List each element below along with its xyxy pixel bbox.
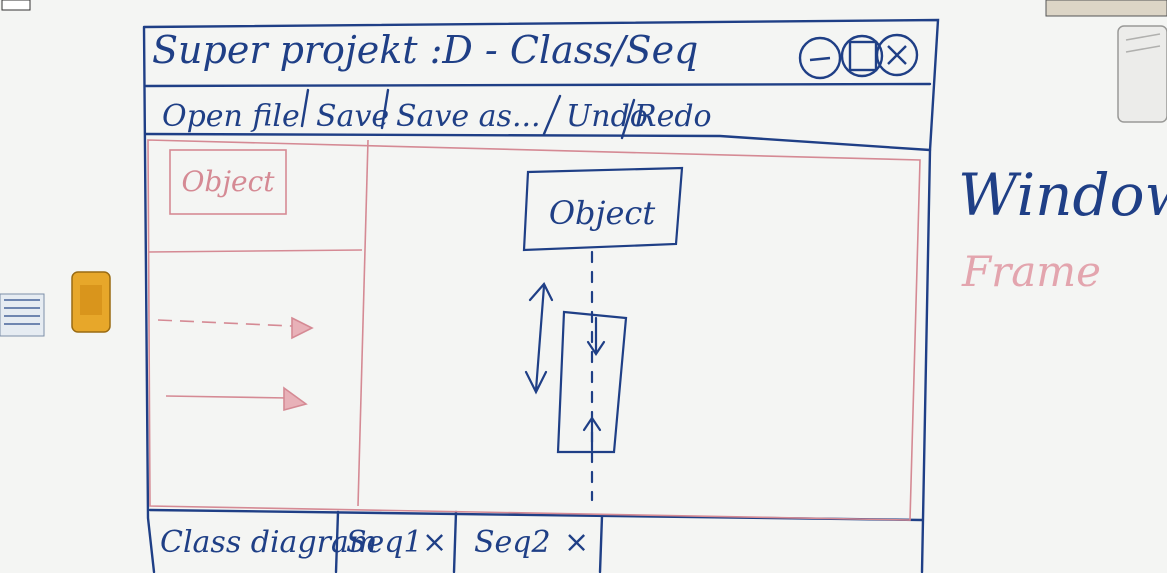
call-arrow bbox=[586, 316, 606, 356]
corner-photo-icon bbox=[1045, 0, 1167, 17]
activation-box bbox=[556, 310, 628, 454]
menu-item-save[interactable]: Save bbox=[316, 99, 390, 134]
menu-item-save-as[interactable]: Save as... bbox=[396, 99, 541, 134]
window-outline bbox=[142, 18, 940, 573]
menu-item-open-file[interactable]: Open file bbox=[162, 99, 300, 134]
palette-object-box bbox=[169, 149, 287, 215]
minimize-icon[interactable] bbox=[798, 36, 842, 80]
menu-item-redo[interactable]: Redo bbox=[634, 99, 712, 134]
tab-seq1-close-icon[interactable]: × bbox=[422, 525, 448, 560]
titlebar-separator bbox=[144, 82, 932, 88]
tab-seq2-close-icon[interactable]: × bbox=[564, 525, 590, 560]
eraser-icon bbox=[71, 271, 111, 333]
tab-class-diagram[interactable]: Class diagram bbox=[160, 525, 378, 560]
frame-outline bbox=[147, 139, 921, 521]
marker-holder-icon bbox=[0, 293, 45, 337]
tab-seq2[interactable]: Seq2 bbox=[474, 525, 551, 560]
maximize-icon[interactable] bbox=[840, 34, 884, 78]
menubar-separator bbox=[144, 132, 932, 152]
close-icon[interactable] bbox=[875, 33, 919, 77]
palette-message-arrow bbox=[157, 319, 293, 327]
tab-seq1[interactable]: Seq1 bbox=[346, 525, 423, 560]
canvas-object-box bbox=[522, 166, 684, 252]
legend-window-label: Window bbox=[958, 161, 1167, 229]
book-icon bbox=[1117, 25, 1167, 123]
palette-divider bbox=[357, 139, 369, 507]
menu-item-undo[interactable]: Undo bbox=[566, 99, 648, 134]
legend-frame-label: Frame bbox=[962, 247, 1101, 296]
resize-arrow-icon bbox=[524, 282, 554, 395]
window-title: Super projekt :D - Class/Seq bbox=[152, 28, 699, 72]
palette-return-arrow bbox=[165, 395, 289, 399]
canvas-object-label[interactable]: Object bbox=[548, 194, 656, 232]
label-tag-icon bbox=[1, 0, 31, 11]
palette-section-divider bbox=[147, 249, 363, 253]
palette-object-label[interactable]: Object bbox=[181, 165, 275, 198]
return-arrow bbox=[582, 416, 602, 452]
